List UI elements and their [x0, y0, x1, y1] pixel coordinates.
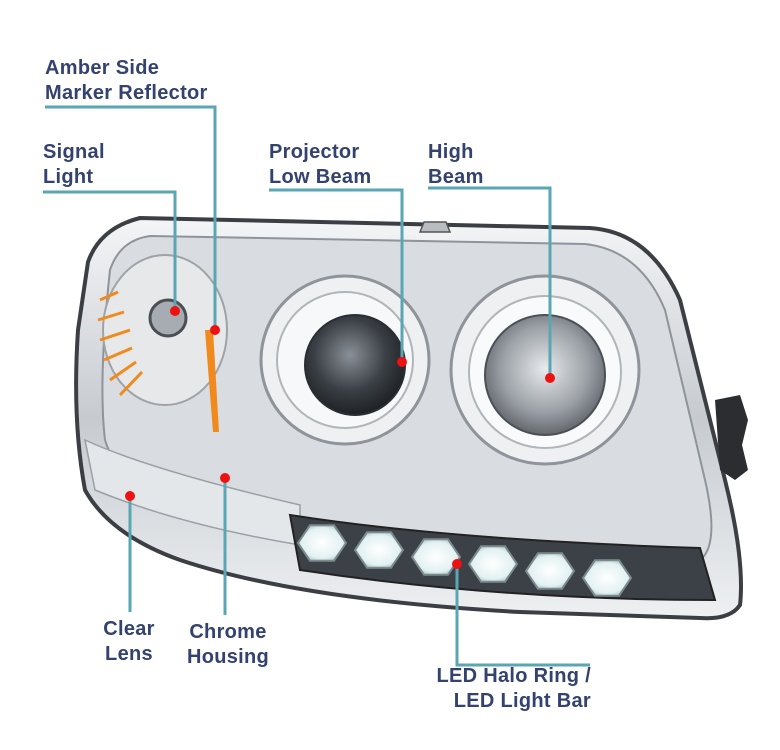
leader-led-halo: [455, 565, 590, 667]
leader-projector-low-beam: [269, 188, 404, 360]
dot-amber-side-marker: [210, 325, 220, 335]
signal-bulb: [148, 298, 188, 338]
led-hex-1: [296, 524, 348, 562]
label-line: Projector: [269, 141, 360, 163]
dot-chrome-housing: [220, 473, 230, 483]
label-line: Signal: [43, 141, 105, 163]
label-signal-light: Signal Light: [43, 140, 105, 190]
label-projector-low-beam: Projector Low Beam: [269, 140, 371, 190]
label-chrome-housing: Chrome Housing: [180, 620, 276, 670]
high-beam-reflector: [484, 314, 606, 436]
dot-signal-light: [170, 306, 180, 316]
leader-lines: [43, 105, 590, 667]
leader-high-beam: [428, 186, 552, 378]
label-line: Housing: [186, 646, 270, 668]
label-line: Light: [43, 166, 94, 188]
led-hex-6: [581, 559, 633, 597]
label-line: Clear: [103, 618, 155, 640]
label-line: Amber Side: [45, 57, 160, 79]
amber-side-marker: [205, 330, 219, 432]
leader-signal-light: [43, 190, 177, 311]
label-line: High: [428, 141, 474, 163]
leader-amber-side-marker: [45, 105, 217, 328]
label-line: Chrome: [189, 621, 267, 643]
label-line: LED Halo Ring /: [436, 665, 591, 687]
led-hex-5: [524, 552, 576, 590]
wiring-connector: [715, 395, 748, 480]
label-clear-lens: Clear Lens: [96, 617, 162, 667]
projector-lens: [304, 314, 406, 416]
led-hex-4: [467, 545, 519, 583]
label-line: Low Beam: [269, 166, 372, 188]
dot-led-halo: [452, 559, 462, 569]
mounting-tab: [418, 221, 452, 233]
label-line: Beam: [428, 166, 484, 188]
led-group: [296, 524, 633, 597]
amber-reflector-segments: [97, 290, 144, 397]
marker-dots: [125, 306, 555, 569]
label-line: Lens: [105, 643, 153, 665]
label-high-beam: High Beam: [428, 140, 484, 190]
led-hex-3: [410, 538, 462, 576]
label-led-halo: LED Halo Ring / LED Light Bar: [405, 664, 591, 714]
label-amber-side-marker: Amber Side Marker Reflector: [45, 56, 208, 106]
dot-high-beam: [545, 373, 555, 383]
dot-projector-low-beam: [397, 357, 407, 367]
led-hex-2: [353, 531, 405, 569]
label-line: LED Light Bar: [453, 690, 591, 712]
label-line: Marker Reflector: [45, 82, 208, 104]
dot-clear-lens: [125, 491, 135, 501]
